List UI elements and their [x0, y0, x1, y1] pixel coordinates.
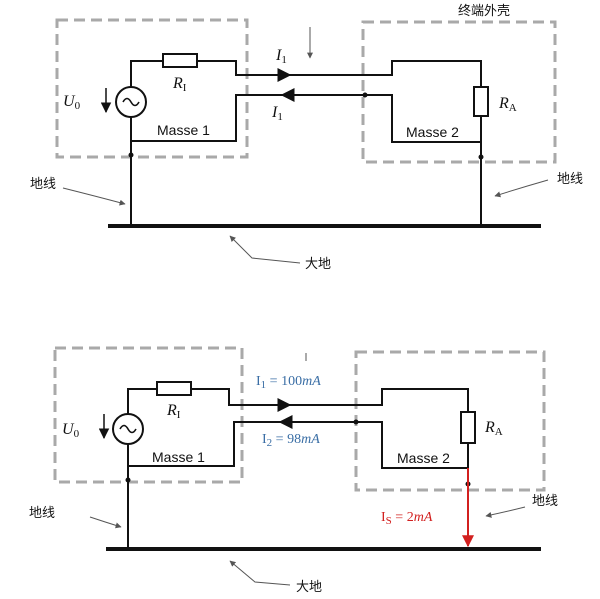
forward-conductor	[191, 388, 469, 412]
pointer-arrow	[494, 179, 549, 198]
terminal-enclosure-1	[55, 18, 249, 159]
forward-current-label: I1 = 100mA	[256, 374, 321, 391]
forward-current-label: I1	[275, 47, 287, 66]
mass2-label: Masse 2	[406, 124, 459, 140]
bottom-circuit: U0 RI RA I1 = 100mA I2 = 98mA IS = 2mA M…	[29, 346, 558, 595]
ground-wire-right-label: 地线	[557, 172, 583, 187]
terminal-enclosure-2	[361, 20, 557, 164]
source-voltage-label: U0	[62, 421, 80, 440]
stray-current-label: IS = 2mA	[381, 510, 433, 527]
earth-label: 大地	[305, 257, 331, 272]
load-resistor-label: RA	[498, 95, 517, 114]
return-current-label: I1	[271, 104, 283, 123]
pointer-arrow	[485, 506, 526, 518]
pointer-arrow	[89, 516, 122, 529]
enclosure-label: 终端外壳	[458, 3, 510, 19]
forward-conductor	[197, 60, 482, 87]
pointer-arrow	[62, 187, 126, 206]
mass1-label: Masse 1	[157, 122, 210, 138]
sine-wave-icon	[122, 97, 140, 107]
junction-dot	[362, 92, 368, 98]
terminal-enclosure-2	[354, 350, 546, 492]
ground-wire-left-label: 地线	[29, 506, 55, 521]
wire-source-to-resistor	[130, 60, 163, 87]
earth-label: 大地	[296, 580, 322, 595]
ground-wire-right-label: 地线	[532, 494, 558, 509]
load-resistor	[473, 86, 489, 117]
load-resistor	[460, 411, 476, 444]
sine-wave-icon	[119, 424, 137, 434]
source-voltage-label: U0	[63, 93, 81, 112]
terminal-enclosure-1	[53, 346, 244, 484]
internal-resistor	[156, 381, 192, 396]
internal-resistor-label: RI	[172, 75, 187, 94]
internal-resistor	[162, 53, 198, 68]
wire-source-to-resistor	[127, 388, 157, 414]
mass1-label: Masse 1	[152, 449, 205, 465]
pointer-arrow	[229, 235, 301, 264]
load-resistor-label: RA	[484, 419, 503, 438]
pointer-arrow	[229, 560, 291, 586]
mass2-label: Masse 2	[397, 450, 450, 466]
junction-dot	[353, 419, 359, 425]
top-circuit: U0 RI RA I1 I1 Masse 1 Masse 2 终端外壳 地线 地…	[30, 3, 583, 272]
internal-resistor-label: RI	[166, 402, 181, 421]
ground-wire-left-label: 地线	[30, 177, 56, 192]
return-current-label: I2 = 98mA	[262, 432, 320, 449]
return-conductor	[130, 94, 482, 143]
